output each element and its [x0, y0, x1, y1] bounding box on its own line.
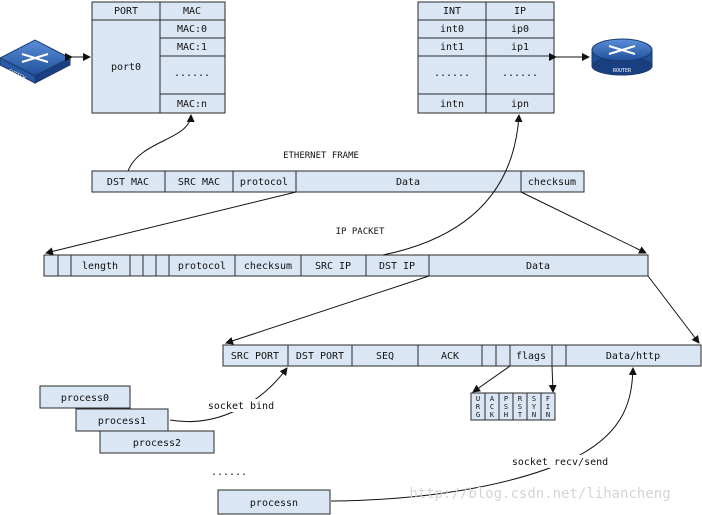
mac-table-ellipsis: ......	[174, 68, 210, 79]
ip-protocol: protocol	[178, 261, 226, 272]
socket-bind-arrow	[169, 367, 288, 422]
ip-checksum: checksum	[244, 261, 292, 272]
eth-dst-mac: DST MAC	[107, 177, 149, 188]
ip-table-header-ip: IP	[514, 6, 526, 17]
process1: process1	[98, 416, 146, 427]
eth-data-right-arrow	[520, 191, 647, 254]
ip-table-int-ellipsis: ......	[434, 68, 470, 79]
socket-recv-label-bg	[504, 455, 614, 468]
ip-table-header-int: INT	[443, 6, 461, 17]
tcp-flag-bits	[470, 392, 556, 421]
dst-ip-to-ip-arrow	[382, 114, 523, 256]
socket-bind-label-bg	[203, 399, 279, 412]
mac-table-mac0: MAC:0	[177, 24, 207, 35]
socket-recv-send-arrow	[330, 367, 637, 502]
ip-table-int0: int0	[440, 24, 464, 35]
tcp-flags: flags	[516, 351, 546, 362]
ip-table-ip-ellipsis: ......	[502, 68, 538, 79]
watermark: http://blog.csdn.net/lihancheng	[409, 486, 670, 502]
tcp-data-http: Data/http	[606, 351, 660, 362]
process0: process0	[61, 393, 109, 404]
socket-bind-label: socket bind	[208, 401, 274, 412]
mac-table: PORT MAC port0 MAC:0 MAC:1 ...... MAC:n	[91, 1, 226, 114]
eth-protocol: protocol	[240, 177, 288, 188]
ip-table: INT IP int0 ip0 int1 ip1 ...... ...... i…	[417, 1, 555, 114]
ip-table-ip0: ip0	[511, 24, 529, 35]
ip-packet: length protocol checksum SRC IP DST IP D…	[43, 254, 649, 277]
ethernet-frame-title: ETHERNET FRAME	[283, 151, 359, 161]
flags-left-arrow	[472, 365, 511, 393]
ip-table-ip1: ip1	[511, 42, 529, 53]
mac-table-macn: MAC:n	[177, 99, 207, 110]
socket-recv-send-label: socket recv/send	[512, 457, 608, 468]
ip-packet-title: IP PACKET	[336, 227, 385, 237]
router-label: ROUTER	[613, 68, 632, 74]
eth-checksum: checksum	[528, 177, 576, 188]
tcp-ack: ACK	[441, 351, 459, 362]
ip-table-ipn: ipn	[511, 99, 529, 110]
dst-mac-to-mac-arrow	[127, 114, 195, 172]
processn: processn	[250, 498, 298, 509]
ip-table-intn: intn	[440, 99, 464, 110]
ip-table-int1: int1	[440, 42, 464, 53]
switch-icon: SWITCH	[0, 39, 72, 84]
mac-table-header-port: PORT	[114, 6, 138, 17]
mac-table-mac1: MAC:1	[177, 42, 207, 53]
mac-table-header-mac: MAC	[183, 6, 201, 17]
ip-src-ip: SRC IP	[315, 261, 351, 272]
eth-data: Data	[396, 177, 420, 188]
process-list: process0 process1 process2 ...... proces…	[39, 385, 331, 515]
process2: process2	[133, 438, 181, 449]
ip-dst-ip: DST IP	[379, 261, 415, 272]
tcp-src-port: SRC PORT	[231, 351, 279, 362]
tcp-seq: SEQ	[376, 351, 394, 362]
tcp-segment: SRC PORT DST PORT SEQ ACK flags Data/htt…	[222, 344, 702, 367]
mac-table-port: port0	[111, 62, 141, 73]
ip-data-right-arrow	[647, 275, 700, 344]
process-ellipsis: ......	[211, 467, 247, 478]
ethernet-frame: DST MAC SRC MAC protocol Data checksum	[91, 170, 585, 193]
ip-data-left-arrow	[225, 275, 430, 345]
ip-data: Data	[526, 261, 550, 272]
flags-right-arrow	[548, 365, 557, 393]
eth-data-left-arrow	[45, 191, 297, 256]
router-icon: ROUTER	[591, 38, 653, 76]
tcp-dst-port: DST PORT	[296, 351, 344, 362]
ip-length: length	[82, 261, 118, 272]
eth-src-mac: SRC MAC	[178, 177, 220, 188]
